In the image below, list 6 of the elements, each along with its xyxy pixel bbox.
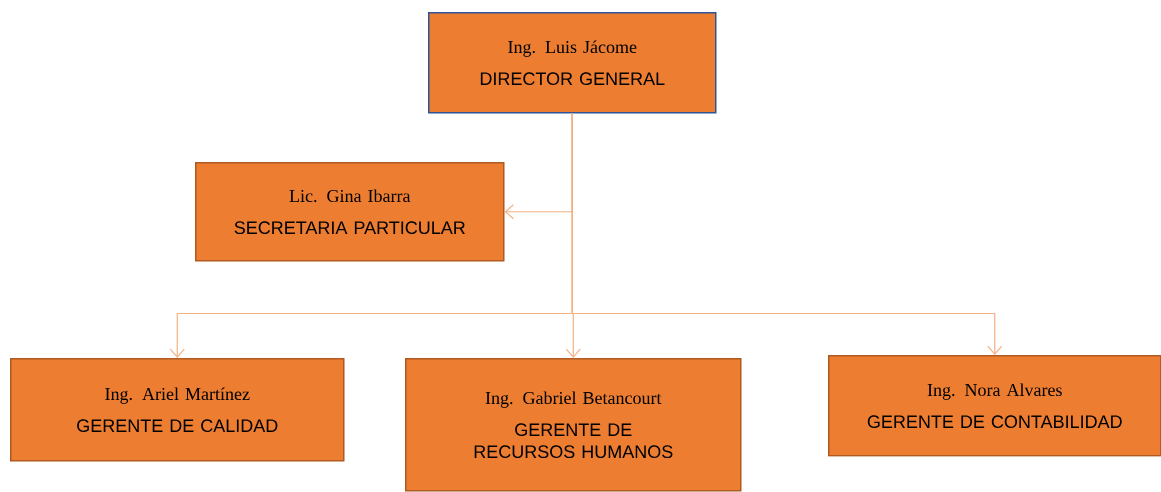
org-box: Ing. Nora Alvares GERENTE DE CONTABILIDAD (828, 355, 1161, 457)
org-box: Ing. Luis Jácome DIRECTOR GENERAL (428, 12, 717, 114)
org-box: Ing. Gabriel Betancourt GERENTE DE RECURSOS HUMANOS (405, 358, 742, 492)
org-box: Lic. Gina Ibarra SECRETARIA PARTICULAR (195, 162, 505, 262)
connector-arrow (571, 112, 1003, 355)
org-box: Ing. Ariel Martínez GERENTE DE CALIDAD (10, 358, 345, 462)
